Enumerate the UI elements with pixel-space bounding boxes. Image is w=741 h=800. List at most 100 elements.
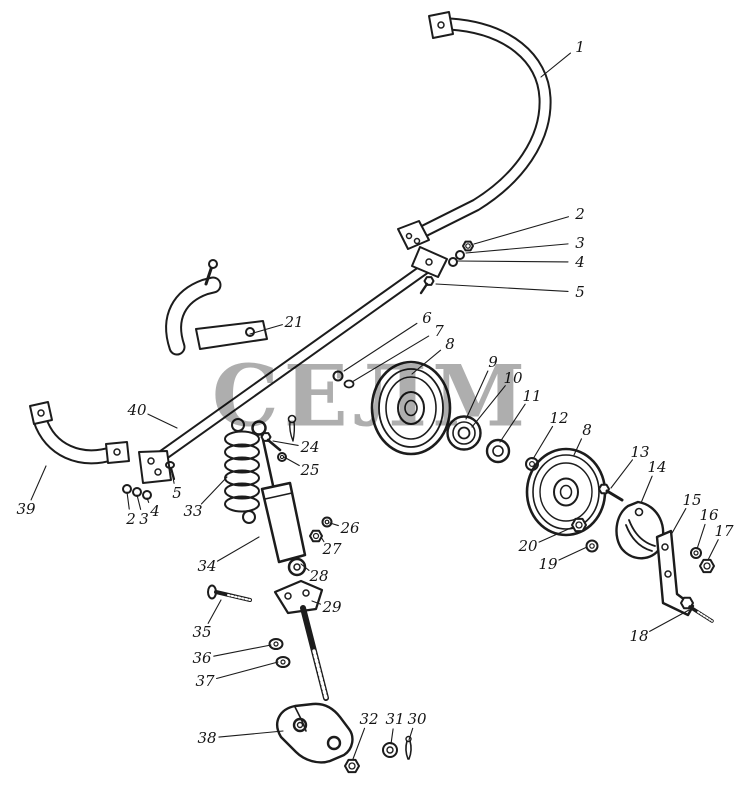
leader-line-15 xyxy=(670,508,687,536)
part-adjusting-rod xyxy=(273,579,329,701)
leader-line-5 xyxy=(171,472,175,484)
leader-line-11 xyxy=(499,403,526,443)
callout-37: 37 xyxy=(195,672,215,690)
leader-line-1 xyxy=(540,52,572,78)
callout-15: 15 xyxy=(682,491,701,509)
part-shock-absorber xyxy=(251,420,307,577)
callout-16: 16 xyxy=(699,506,719,524)
leader-line-8 xyxy=(411,349,442,375)
callout-17: 17 xyxy=(714,522,734,540)
hardware-30-31-32 xyxy=(344,735,412,774)
part-support-bracket xyxy=(655,529,695,617)
leader-line-20 xyxy=(538,526,574,543)
leader-line-5 xyxy=(435,283,569,292)
hardware-19-20 xyxy=(571,517,599,553)
callout-33: 33 xyxy=(183,502,202,520)
part-tension-spring xyxy=(224,418,260,524)
callout-25: 25 xyxy=(299,461,319,479)
leader-line-14 xyxy=(640,475,653,504)
part-tension-pulley xyxy=(370,360,452,456)
leader-line-2 xyxy=(126,491,130,510)
callout-8: 8 xyxy=(582,421,592,439)
callout-3: 3 xyxy=(139,510,149,528)
part-lever-bar xyxy=(138,246,448,484)
leader-line-33 xyxy=(200,476,228,505)
leader-line-34 xyxy=(216,536,260,562)
callout-10: 10 xyxy=(503,369,523,387)
callout-9: 9 xyxy=(488,353,498,371)
leader-line-8 xyxy=(573,438,583,456)
leader-line-10 xyxy=(471,385,506,428)
leader-line-38 xyxy=(218,730,284,738)
callout-11: 11 xyxy=(522,387,541,405)
leader-line-12 xyxy=(532,425,554,460)
callout-18: 18 xyxy=(629,627,648,645)
callout-12: 12 xyxy=(549,409,568,427)
leader-line-17 xyxy=(707,539,719,561)
callout-14: 14 xyxy=(647,458,666,476)
callout-39: 39 xyxy=(16,500,36,518)
leader-line-2 xyxy=(473,216,570,245)
leader-line-29 xyxy=(311,600,322,605)
callout-19: 19 xyxy=(538,555,558,573)
callout-24: 24 xyxy=(299,438,319,456)
callout-21: 21 xyxy=(283,313,303,331)
callout-4: 4 xyxy=(149,502,160,520)
callout-5: 5 xyxy=(575,283,585,301)
leader-line-26 xyxy=(329,522,339,527)
leader-line-25 xyxy=(283,456,300,467)
part-spacer-ring xyxy=(485,438,511,464)
part-bracket-clamp xyxy=(165,259,268,356)
part-bolt-13 xyxy=(598,483,624,502)
callout-6: 6 xyxy=(422,309,432,327)
leader-line-3 xyxy=(136,494,142,510)
part-bolt-35 xyxy=(207,584,252,602)
part-saddle-clamp xyxy=(29,401,130,465)
leader-line-31 xyxy=(390,728,394,745)
callout-27: 27 xyxy=(321,540,342,558)
part-guide-plate xyxy=(615,500,665,560)
leader-line-21 xyxy=(249,324,283,335)
leader-line-35 xyxy=(207,599,222,624)
leader-line-16 xyxy=(696,523,706,550)
leader-line-13 xyxy=(610,459,634,489)
leader-line-4 xyxy=(146,497,150,504)
leader-line-4 xyxy=(457,260,569,263)
hardware-36-37 xyxy=(268,638,291,668)
leader-line-28 xyxy=(300,563,310,572)
callout-3: 3 xyxy=(575,234,585,252)
leader-line-24 xyxy=(272,440,299,446)
hardware-2-3-4-5-top xyxy=(419,240,474,295)
leader-line-32 xyxy=(352,727,366,760)
callout-26: 26 xyxy=(339,519,360,537)
leader-line-19 xyxy=(558,546,588,561)
leader-line-40 xyxy=(147,413,178,429)
leader-line-27 xyxy=(320,536,325,543)
part-bearing xyxy=(446,415,482,451)
leader-line-6 xyxy=(343,322,418,372)
callout-31: 31 xyxy=(385,710,404,728)
leader-line-30 xyxy=(408,727,414,741)
callout-29: 29 xyxy=(321,598,342,616)
part-bolt-18 xyxy=(680,596,714,623)
callout-13: 13 xyxy=(630,443,649,461)
callout-36: 36 xyxy=(192,649,212,667)
callout-4: 4 xyxy=(574,253,585,271)
leader-line-3 xyxy=(465,243,569,254)
callout-34: 34 xyxy=(197,557,216,575)
callout-2: 2 xyxy=(125,510,136,528)
hardware-26-27 xyxy=(309,516,333,543)
leader-lines xyxy=(30,52,719,760)
callout-7: 7 xyxy=(434,322,444,340)
part-curved-stay-tube xyxy=(397,11,552,250)
callout-5: 5 xyxy=(172,484,182,502)
callout-30: 30 xyxy=(407,710,427,728)
callout-32: 32 xyxy=(359,710,378,728)
callout-38: 38 xyxy=(197,729,216,747)
callout-8: 8 xyxy=(445,335,455,353)
callout-28: 28 xyxy=(308,567,328,585)
leader-line-37 xyxy=(216,661,279,680)
callout-40: 40 xyxy=(126,401,147,419)
